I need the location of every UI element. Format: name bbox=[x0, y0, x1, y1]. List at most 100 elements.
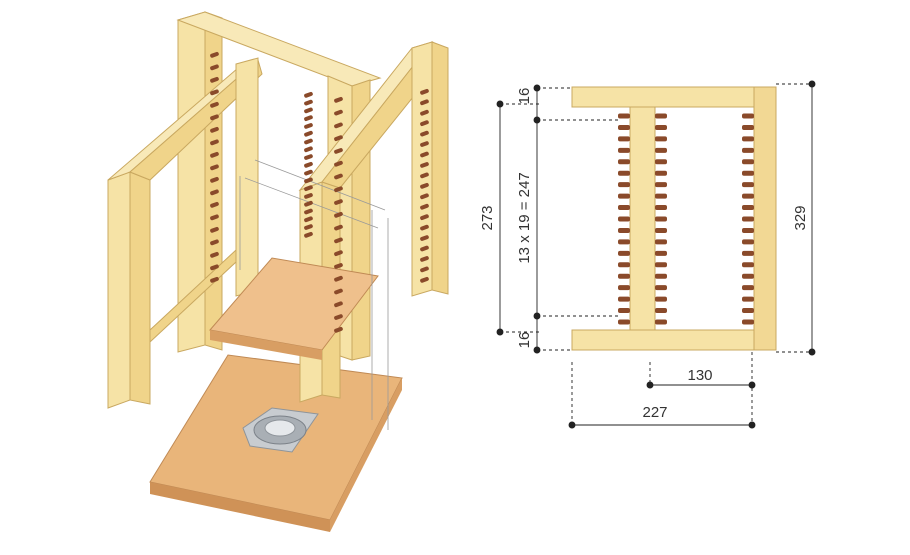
isometric-peg bbox=[334, 173, 343, 180]
isometric-peg bbox=[304, 123, 313, 129]
isometric-peg bbox=[334, 314, 343, 320]
elevation-peg-right bbox=[655, 308, 667, 314]
isometric-peg bbox=[334, 263, 343, 269]
dimension-lines bbox=[496, 80, 816, 429]
isometric-peg bbox=[210, 189, 219, 196]
isometric-peg bbox=[210, 139, 219, 146]
left-side-frame bbox=[107, 57, 263, 409]
elevation-peg-right bbox=[655, 227, 667, 233]
isometric-peg bbox=[304, 200, 313, 207]
isometric-peg bbox=[210, 151, 219, 158]
elevation-peg-left bbox=[618, 159, 630, 165]
isometric-peg bbox=[334, 326, 343, 333]
elevation-peg-upright bbox=[742, 262, 754, 268]
elevation-peg-left bbox=[618, 182, 630, 188]
elevation-peg-right bbox=[655, 319, 667, 325]
side-elevation-view bbox=[571, 86, 777, 351]
isometric-peg bbox=[210, 214, 219, 221]
isometric-peg bbox=[420, 182, 429, 189]
isometric-peg bbox=[334, 109, 343, 116]
elevation-peg-right bbox=[655, 136, 667, 142]
isometric-peg bbox=[210, 201, 219, 208]
elevation-peg-right bbox=[655, 273, 667, 279]
elevation-peg-upright bbox=[742, 319, 754, 325]
isometric-peg bbox=[420, 276, 429, 283]
isometric-peg bbox=[420, 130, 429, 137]
dim-total-width: 227 bbox=[642, 404, 667, 421]
dim-inner-height: 13 x 19 = 247 bbox=[516, 172, 533, 263]
elevation-peg-upright bbox=[742, 285, 754, 291]
isometric-peg bbox=[420, 214, 429, 221]
isometric-peg bbox=[210, 251, 219, 258]
elevation-peg-upright bbox=[742, 182, 754, 188]
isometric-peg bbox=[210, 276, 219, 283]
isometric-peg bbox=[420, 245, 429, 252]
isometric-peg bbox=[420, 151, 429, 158]
isometric-peg bbox=[304, 91, 313, 98]
elevation-peg-left bbox=[618, 296, 630, 302]
isometric-peg bbox=[210, 226, 219, 233]
elevation-peg-upright bbox=[742, 273, 754, 279]
elevation-peg-right bbox=[655, 250, 667, 256]
isometric-peg bbox=[334, 199, 343, 205]
isometric-peg bbox=[334, 96, 343, 103]
isometric-peg bbox=[420, 99, 429, 106]
elevation-peg-right bbox=[655, 216, 667, 222]
isometric-peg bbox=[210, 101, 219, 108]
elevation-peg-upright bbox=[742, 250, 754, 256]
isometric-peg-rows bbox=[210, 51, 429, 333]
isometric-peg bbox=[210, 89, 219, 96]
elevation-peg-right bbox=[655, 285, 667, 291]
isometric-peg bbox=[334, 186, 343, 193]
isometric-peg bbox=[420, 88, 429, 95]
isometric-peg bbox=[420, 120, 429, 127]
base-board-side-edge bbox=[330, 378, 402, 532]
isometric-peg bbox=[334, 122, 343, 129]
isometric-peg bbox=[304, 208, 313, 215]
isometric-peg bbox=[304, 146, 313, 153]
isometric-peg bbox=[420, 162, 429, 168]
elevation-peg-upright bbox=[742, 113, 754, 119]
isometric-assembly-view bbox=[107, 11, 449, 532]
isometric-peg bbox=[420, 235, 429, 241]
dim-peg-span: 130 bbox=[687, 367, 712, 384]
isometric-peg bbox=[304, 193, 313, 199]
isometric-peg bbox=[210, 239, 219, 246]
isometric-peg bbox=[334, 237, 343, 244]
elevation-peg-left bbox=[618, 136, 630, 142]
elevation-peg-upright bbox=[742, 227, 754, 233]
isometric-peg bbox=[304, 161, 313, 168]
elevation-peg-right bbox=[655, 239, 667, 245]
elevation-peg-rows bbox=[618, 113, 754, 325]
elevation-peg-left bbox=[618, 285, 630, 291]
elevation-peg-left bbox=[618, 147, 630, 153]
elevation-peg-right bbox=[655, 262, 667, 268]
elevation-peg-left bbox=[618, 319, 630, 325]
elevation-peg-left bbox=[618, 216, 630, 222]
elevation-peg-left bbox=[618, 193, 630, 199]
isometric-peg bbox=[304, 177, 313, 184]
elevation-peg-right bbox=[655, 205, 667, 211]
elevation-peg-upright bbox=[742, 124, 754, 130]
isometric-peg bbox=[334, 160, 343, 167]
isometric-peg bbox=[334, 135, 343, 142]
elevation-peg-upright bbox=[742, 159, 754, 165]
isometric-peg bbox=[210, 64, 219, 71]
isometric-peg bbox=[334, 250, 343, 257]
elevation-peg-upright bbox=[742, 296, 754, 302]
isometric-peg bbox=[304, 115, 313, 122]
dim-total-height: 329 bbox=[792, 205, 809, 230]
isometric-peg bbox=[210, 264, 219, 271]
elevation-peg-left bbox=[618, 227, 630, 233]
elevation-peg-upright bbox=[742, 136, 754, 142]
isometric-peg bbox=[210, 164, 219, 171]
isometric-peg bbox=[420, 193, 429, 200]
swivel-bearing-icon bbox=[242, 407, 319, 453]
dim-bottom-board: 16 bbox=[516, 332, 533, 349]
elevation-peg-right bbox=[655, 296, 667, 302]
elevation-peg-left bbox=[618, 170, 630, 176]
elevation-peg-upright bbox=[742, 193, 754, 199]
elevation-peg-upright bbox=[742, 205, 754, 211]
elevation-peg-right bbox=[655, 170, 667, 176]
